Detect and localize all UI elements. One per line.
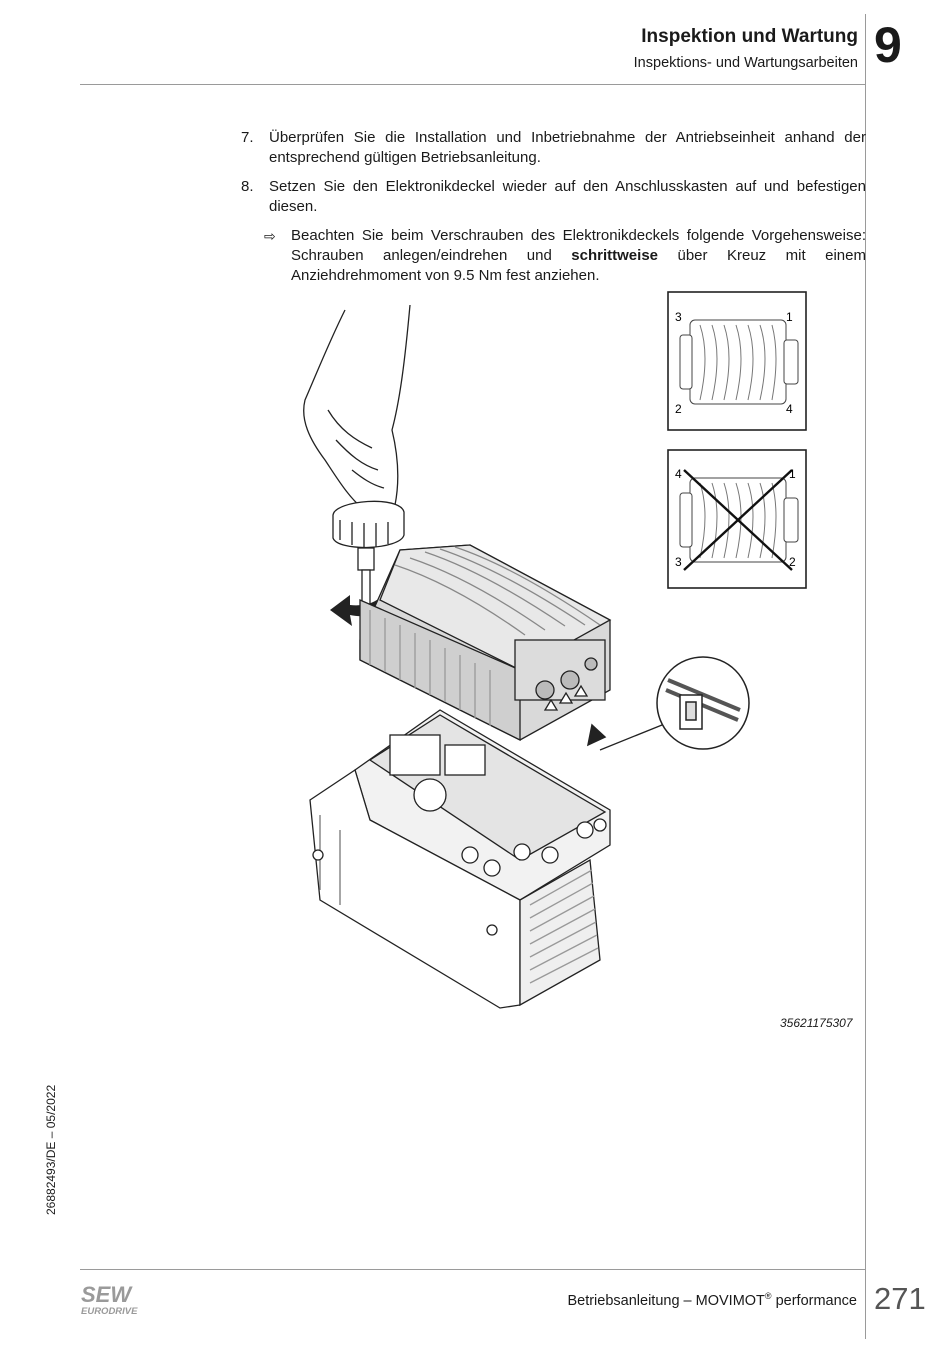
document-id: 26882493/DE – 05/2022 [44, 1084, 58, 1215]
cover-top-view [679, 319, 799, 405]
margin-rule [865, 14, 866, 1339]
footer-title: Betriebsanleitung – MOVIMOT [567, 1292, 765, 1309]
detail-magnifier [586, 656, 750, 751]
step-number: 8. [241, 178, 254, 195]
page-number: 271 [874, 1281, 926, 1316]
step-text: Überprüfen Sie die Installation und Inbe… [269, 129, 866, 166]
logo-text-top: SEW [81, 1283, 133, 1307]
header-subtitle: Inspektions- und Wartungsarbeiten [633, 55, 858, 71]
bolt-label: 3 [675, 310, 682, 324]
instruction-steps: 7. Überprüfen Sie die Installation und I… [236, 128, 866, 286]
note-text-before: Beachten Sie beim Verschrauben des Elekt… [291, 227, 866, 264]
step-8: 8. Setzen Sie den Elektronikdeckel wiede… [236, 177, 866, 217]
header-rule [80, 84, 866, 85]
bolt-label: 2 [789, 555, 796, 569]
cross-out-icon [683, 469, 793, 571]
footer-rule [80, 1269, 866, 1270]
arrow-right-icon: ⇨ [264, 228, 276, 244]
bolt-label: 1 [789, 467, 796, 481]
figure-id: 35621175307 [780, 1016, 853, 1030]
footer-text: Betriebsanleitung – MOVIMOT® performance [567, 1291, 857, 1309]
note-text-bold: schrittweise [571, 247, 659, 264]
bolt-label: 4 [675, 467, 682, 481]
wrong-order-inset: 4 1 3 2 [667, 449, 807, 589]
sew-eurodrive-logo: SEW EURODRIVE [81, 1283, 138, 1317]
step-text: Setzen Sie den Elektronikdeckel wieder a… [269, 178, 866, 215]
note-text-after: über Kreuz mit einem Anziehdrehmoment vo… [291, 247, 866, 284]
electronics-cover [359, 544, 612, 742]
hand-icon [303, 304, 411, 511]
logo-text-bottom: EURODRIVE [81, 1306, 138, 1317]
motor-housing [309, 768, 601, 1009]
step-number: 7. [241, 129, 254, 146]
footer-title-end: performance [771, 1292, 857, 1309]
bolt-label: 4 [786, 402, 793, 416]
correct-order-inset: 3 1 2 4 [667, 291, 807, 431]
step-7: 7. Überprüfen Sie die Installation und I… [236, 128, 866, 168]
registered-mark: ® [764, 1291, 772, 1301]
result-note: ⇨ Beachten Sie beim Verschrauben des Ele… [236, 226, 866, 286]
chapter-number: 9 [874, 17, 902, 73]
screwdriver-icon [332, 500, 405, 605]
bolt-label: 1 [786, 310, 793, 324]
bolt-label: 2 [675, 402, 682, 416]
bolt-label: 3 [675, 555, 682, 569]
header-title: Inspektion und Wartung [641, 26, 858, 47]
